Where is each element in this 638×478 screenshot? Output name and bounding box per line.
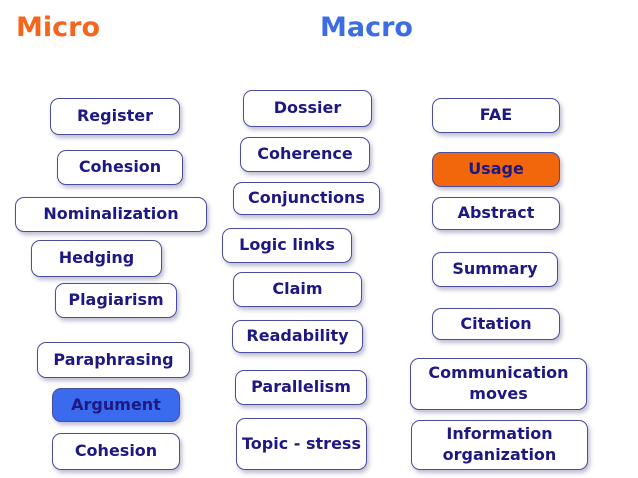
node-abstract: Abstract — [432, 197, 560, 230]
node-usage: Usage — [432, 152, 560, 187]
node-conjunctions: Conjunctions — [233, 182, 380, 215]
node-cohesion-top: Cohesion — [57, 150, 183, 185]
node-citation: Citation — [432, 308, 560, 340]
node-logic-links: Logic links — [222, 228, 352, 263]
node-claim: Claim — [233, 272, 362, 307]
node-information-organization: Information organization — [411, 420, 588, 470]
node-nominalization: Nominalization — [15, 197, 207, 232]
node-argument: Argument — [52, 388, 180, 422]
node-register: Register — [50, 98, 180, 135]
node-hedging: Hedging — [31, 240, 162, 277]
node-paraphrasing: Paraphrasing — [37, 342, 190, 378]
node-parallelism: Parallelism — [235, 370, 367, 405]
node-dossier: Dossier — [243, 90, 372, 127]
node-topic-stress: Topic - stress — [236, 418, 367, 470]
node-readability: Readability — [232, 320, 363, 353]
micro-heading: Micro — [16, 12, 100, 43]
node-communication-moves: Communication moves — [410, 358, 587, 410]
node-coherence: Coherence — [240, 137, 370, 172]
node-plagiarism: Plagiarism — [55, 283, 177, 318]
node-cohesion-bottom: Cohesion — [52, 433, 180, 470]
node-fae: FAE — [432, 98, 560, 133]
node-summary: Summary — [432, 252, 558, 287]
macro-heading: Macro — [320, 12, 413, 43]
